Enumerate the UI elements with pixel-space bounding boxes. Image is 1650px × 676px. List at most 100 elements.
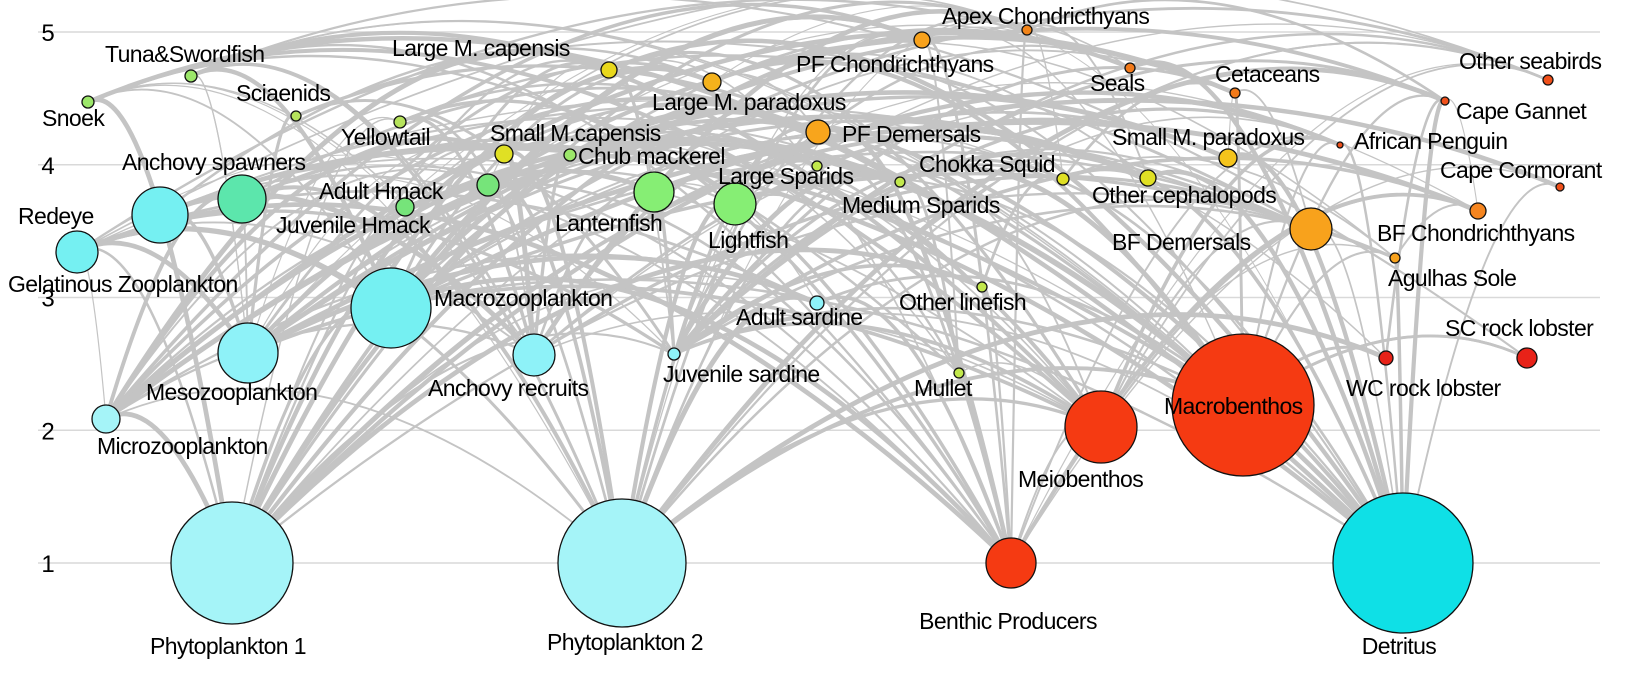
link: [240, 185, 624, 565]
link: [1402, 182, 1561, 564]
node-largesparids: [811, 160, 823, 172]
node-largemcap: [600, 61, 618, 79]
link: [1010, 243, 1396, 564]
node-label-detritus: Detritus: [1362, 633, 1437, 659]
node-label-capegannet: Cape Gannet: [1456, 98, 1587, 124]
link: [189, 62, 624, 565]
link: [240, 164, 1013, 565]
node-tunasword: [184, 69, 198, 83]
link: [190, 20, 1244, 406]
node-seals: [1124, 62, 1136, 74]
node-anchspawn: [217, 174, 267, 224]
link: [1384, 98, 1447, 360]
node-anchrec: [512, 333, 556, 377]
node-lightfish: [713, 182, 757, 226]
node-label-scrocklob: SC rock lobster: [1445, 315, 1594, 341]
link: [245, 120, 1481, 356]
link: [816, 296, 1012, 564]
link: [104, 2, 924, 421]
link: [898, 163, 1405, 565]
link: [105, 387, 623, 564]
node-othercephal: [1139, 169, 1157, 187]
link: [230, 134, 1150, 565]
y-tick-label-3: 3: [41, 286, 54, 313]
link: [388, 14, 925, 311]
node-label-largemparad: Large M. paradoxus: [652, 89, 846, 115]
link: [1025, 0, 1447, 103]
link: [190, 74, 249, 354]
link: [672, 321, 1103, 429]
link: [503, 126, 1102, 428]
node-label-apexchondr: Apex Chondricthyans: [942, 3, 1149, 29]
node-pfdemersals: [805, 119, 831, 145]
link: [105, 168, 489, 420]
node-label-meiobenthos: Meiobenthos: [1018, 466, 1143, 492]
node-label-anchrec: Anchovy recruits: [428, 375, 589, 401]
y-tick-label-4: 4: [41, 153, 54, 180]
node-largemparad: [702, 72, 722, 92]
node-yellowtail: [393, 115, 407, 129]
link: [76, 0, 1549, 253]
y-tick-label-5: 5: [41, 20, 54, 47]
link: [532, 174, 1313, 357]
link: [621, 161, 818, 564]
node-label-pfdemersals: PF Demersals: [842, 121, 981, 147]
link: [1338, 142, 1405, 565]
link: [390, 126, 1149, 309]
link: [815, 274, 1405, 565]
link: [672, 17, 1029, 356]
link: [672, 263, 984, 356]
node-label-bfchondr: BF Chondrichthyans: [1377, 220, 1575, 246]
node-sciaenids: [290, 110, 302, 122]
link: [404, 0, 1028, 208]
link: [231, 118, 401, 564]
node-label-largemcap: Large M. capensis: [392, 35, 570, 61]
node-label-juvhmack: Juvenile Hmack: [276, 212, 431, 238]
node-pfchondr: [913, 31, 931, 49]
link: [817, 82, 1479, 212]
node-label-macrozoo: Macrozooplankton: [434, 285, 612, 311]
link: [485, 141, 1246, 408]
node-smallmparad: [1218, 148, 1238, 168]
node-mediumsparids: [894, 176, 906, 188]
link: [1099, 135, 1342, 429]
node-chubmack: [563, 148, 577, 162]
species-nodes: [55, 24, 1565, 634]
link: [104, 96, 820, 421]
node-label-largesparids: Large Sparids: [718, 163, 853, 189]
link: [1400, 98, 1448, 566]
node-label-capecorm: Cape Cormorant: [1440, 157, 1603, 183]
node-scrocklob: [1516, 347, 1538, 369]
node-label-phyto2: Phytoplankton 2: [547, 629, 703, 655]
link: [568, 130, 1103, 429]
node-label-juvsard: Juvenile sardine: [663, 361, 820, 387]
node-macrozoo: [350, 267, 432, 349]
node-label-smallmparad: Small M. paradoxus: [1112, 124, 1305, 150]
link: [230, 59, 611, 565]
node-label-adhmack: Adult Hmack: [319, 178, 444, 204]
node-label-wcrocklob: WC rock lobster: [1346, 375, 1502, 401]
link: [389, 172, 1397, 310]
node-label-phyto1: Phytoplankton 1: [150, 633, 306, 659]
link: [1010, 135, 1341, 564]
node-cetaceans: [1229, 87, 1241, 99]
link: [533, 98, 1341, 356]
link: [619, 66, 1448, 566]
link: [672, 107, 1342, 356]
node-label-benthicprod: Benthic Producers: [919, 608, 1097, 634]
node-redeye: [131, 186, 189, 244]
node-label-mesozoo: Mesozooplankton: [146, 379, 317, 405]
node-label-otherseabirds: Other seabirds: [1459, 48, 1602, 74]
node-wcrocklob: [1378, 350, 1394, 366]
link: [75, 0, 1132, 254]
node-label-snoek: Snoek: [42, 105, 105, 131]
node-label-adsard: Adult sardine: [736, 304, 862, 330]
node-label-lightfish: Lightfish: [708, 227, 788, 253]
node-label-chokka: Chokka Squid: [919, 151, 1055, 177]
node-detritus: [1332, 492, 1474, 634]
node-microzoo: [91, 404, 121, 434]
node-label-othercephal: Other cephalopods: [1092, 182, 1276, 208]
node-capegannet: [1440, 96, 1450, 106]
